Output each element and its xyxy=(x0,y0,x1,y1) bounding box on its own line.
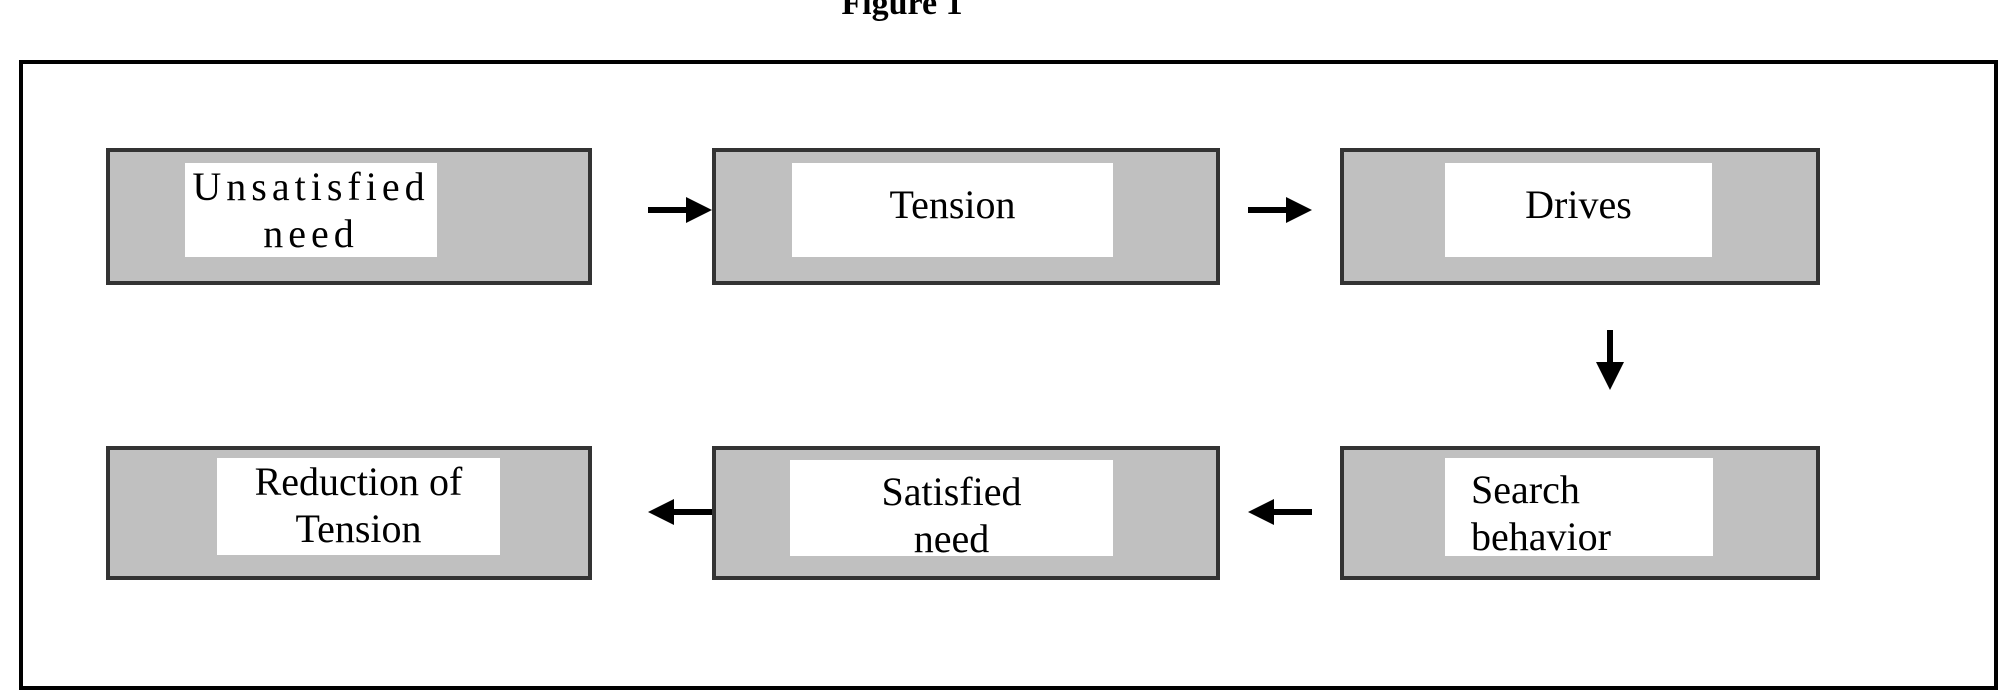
node-label: Reduction of Tension xyxy=(217,458,500,555)
node-label-line: need xyxy=(263,211,359,256)
node-drives: Drives xyxy=(1340,148,1820,285)
node-label-line: Tension xyxy=(889,182,1016,227)
node-label: Search behavior xyxy=(1445,458,1713,559)
diagram-frame xyxy=(19,60,1998,690)
node-label-line: Drives xyxy=(1525,182,1632,227)
node-label: Satisfied need xyxy=(790,460,1113,561)
node-label: Tension xyxy=(792,163,1113,257)
figure-title: Figure 1 xyxy=(841,0,963,22)
node-label-line: Unsatisfied xyxy=(192,164,430,209)
node-search-behavior: Search behavior xyxy=(1340,446,1820,580)
node-satisfied-need: Satisfied need xyxy=(712,446,1220,580)
node-label-line: Reduction of xyxy=(254,459,463,504)
node-label-line: behavior xyxy=(1471,514,1611,559)
node-label-line: Tension xyxy=(295,506,422,551)
node-label-line: Search xyxy=(1471,467,1580,512)
node-label-line: need xyxy=(913,516,990,561)
node-reduction-of-tension: Reduction of Tension xyxy=(106,446,592,580)
node-label-line: Satisfied xyxy=(881,469,1022,514)
node-label: Unsatisfied need xyxy=(185,163,437,257)
node-tension: Tension xyxy=(712,148,1220,285)
node-unsatisfied-need: Unsatisfied need xyxy=(106,148,592,285)
node-label: Drives xyxy=(1445,163,1712,257)
